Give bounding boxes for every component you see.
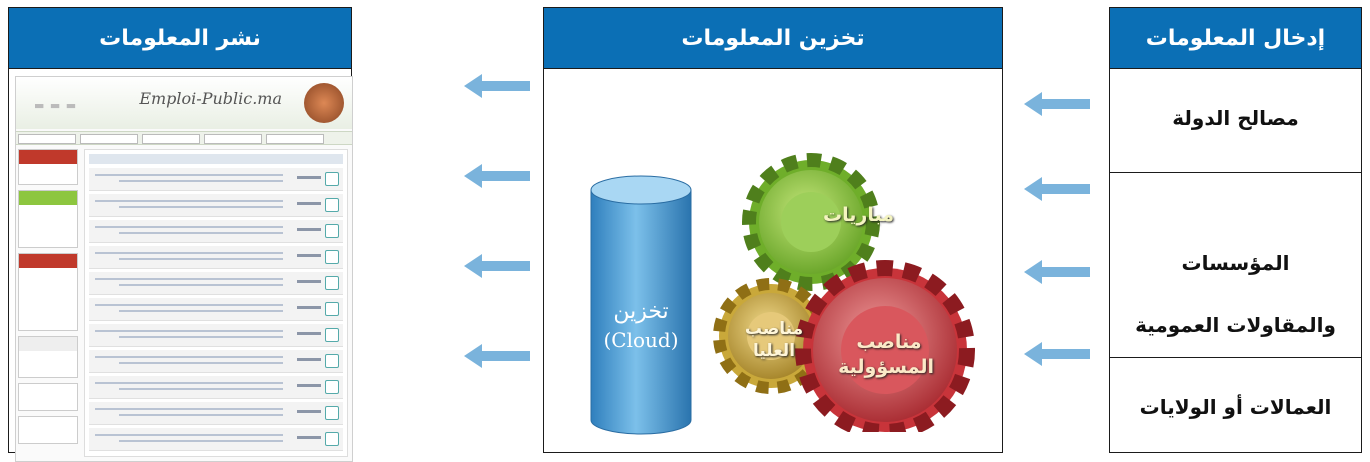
site-nav-tab bbox=[80, 134, 138, 144]
site-list-row bbox=[89, 246, 343, 269]
site-list-row bbox=[89, 324, 343, 347]
input-panel-title: إدخال المعلومات bbox=[1110, 8, 1361, 69]
source-label: العمالات أو الولايات bbox=[1139, 395, 1332, 419]
arrow-left-icon bbox=[1024, 177, 1090, 201]
site-list-row bbox=[89, 272, 343, 295]
arrow-left-icon bbox=[1024, 260, 1090, 284]
gear-green bbox=[742, 153, 880, 291]
site-banner-decoration: ▬ ▬ ▬ bbox=[34, 99, 78, 112]
divider bbox=[1110, 357, 1361, 358]
source-label: والمقاولات العمومية bbox=[1135, 313, 1336, 337]
cylinder-title: تخزين bbox=[613, 299, 669, 324]
gear-label-competitions: مباريات bbox=[823, 204, 894, 226]
site-nav-tab bbox=[266, 134, 324, 144]
site-list-row bbox=[89, 376, 343, 399]
site-list-row bbox=[89, 350, 343, 373]
site-sidebar-box bbox=[18, 383, 78, 411]
site-list-header bbox=[89, 154, 343, 164]
cloud-storage-cylinder bbox=[590, 175, 692, 435]
site-job-list bbox=[84, 149, 348, 457]
site-sidebar-box bbox=[18, 253, 78, 331]
site-sidebar bbox=[18, 149, 78, 455]
source-label: المؤسسات bbox=[1181, 251, 1290, 275]
site-sidebar-box bbox=[18, 336, 78, 378]
gears-illustration bbox=[713, 153, 975, 432]
site-nav-tab bbox=[18, 134, 76, 144]
storage-panel: تخزين المعلومات تخزين (Cloud) bbox=[543, 7, 1003, 453]
site-sidebar-box bbox=[18, 149, 78, 185]
website-screenshot: Emploi-Public.ma ▬ ▬ ▬ bbox=[15, 76, 353, 462]
site-list-row bbox=[89, 402, 343, 425]
site-banner: Emploi-Public.ma ▬ ▬ ▬ bbox=[16, 77, 352, 129]
site-list-row bbox=[89, 168, 343, 191]
gear-label-senior-posts: مناصب العليا bbox=[744, 319, 804, 362]
site-nav-bar bbox=[16, 131, 352, 145]
site-sidebar-box bbox=[18, 416, 78, 444]
cylinder-label: تخزين (Cloud) bbox=[586, 298, 696, 353]
arrow-left-icon bbox=[464, 254, 530, 278]
site-nav-tab bbox=[204, 134, 262, 144]
site-list-row bbox=[89, 194, 343, 217]
source-prefectures: العمالات أو الولايات bbox=[1110, 360, 1361, 454]
site-nav-tab bbox=[142, 134, 200, 144]
gear-label-responsibility-posts: مناصب المسؤولية bbox=[838, 331, 934, 378]
publish-panel-title: نشر المعلومات bbox=[9, 8, 351, 69]
input-panel: إدخال المعلومات مصالح الدولة المؤسسات وا… bbox=[1109, 7, 1362, 453]
site-logo: Emploi-Public.ma bbox=[139, 89, 282, 108]
site-list-row bbox=[89, 298, 343, 321]
site-sidebar-box bbox=[18, 190, 78, 248]
arrow-left-icon bbox=[1024, 92, 1090, 116]
cylinder-subtitle: (Cloud) bbox=[603, 327, 679, 352]
arrow-left-icon bbox=[464, 74, 530, 98]
arrow-left-icon bbox=[464, 164, 530, 188]
coat-of-arms-icon bbox=[304, 83, 344, 123]
source-label: مصالح الدولة bbox=[1172, 106, 1299, 130]
source-state-services: مصالح الدولة bbox=[1110, 70, 1361, 166]
storage-panel-title: تخزين المعلومات bbox=[544, 8, 1002, 69]
source-public-institutions: المؤسسات والمقاولات العمومية bbox=[1110, 204, 1361, 384]
site-list-row bbox=[89, 428, 343, 451]
arrow-left-icon bbox=[464, 344, 530, 368]
divider bbox=[1110, 172, 1361, 173]
publish-panel: نشر المعلومات Emploi-Public.ma ▬ ▬ ▬ bbox=[8, 7, 353, 462]
arrow-left-icon bbox=[1024, 342, 1090, 366]
gear-red bbox=[795, 260, 975, 432]
site-list-row bbox=[89, 220, 343, 243]
